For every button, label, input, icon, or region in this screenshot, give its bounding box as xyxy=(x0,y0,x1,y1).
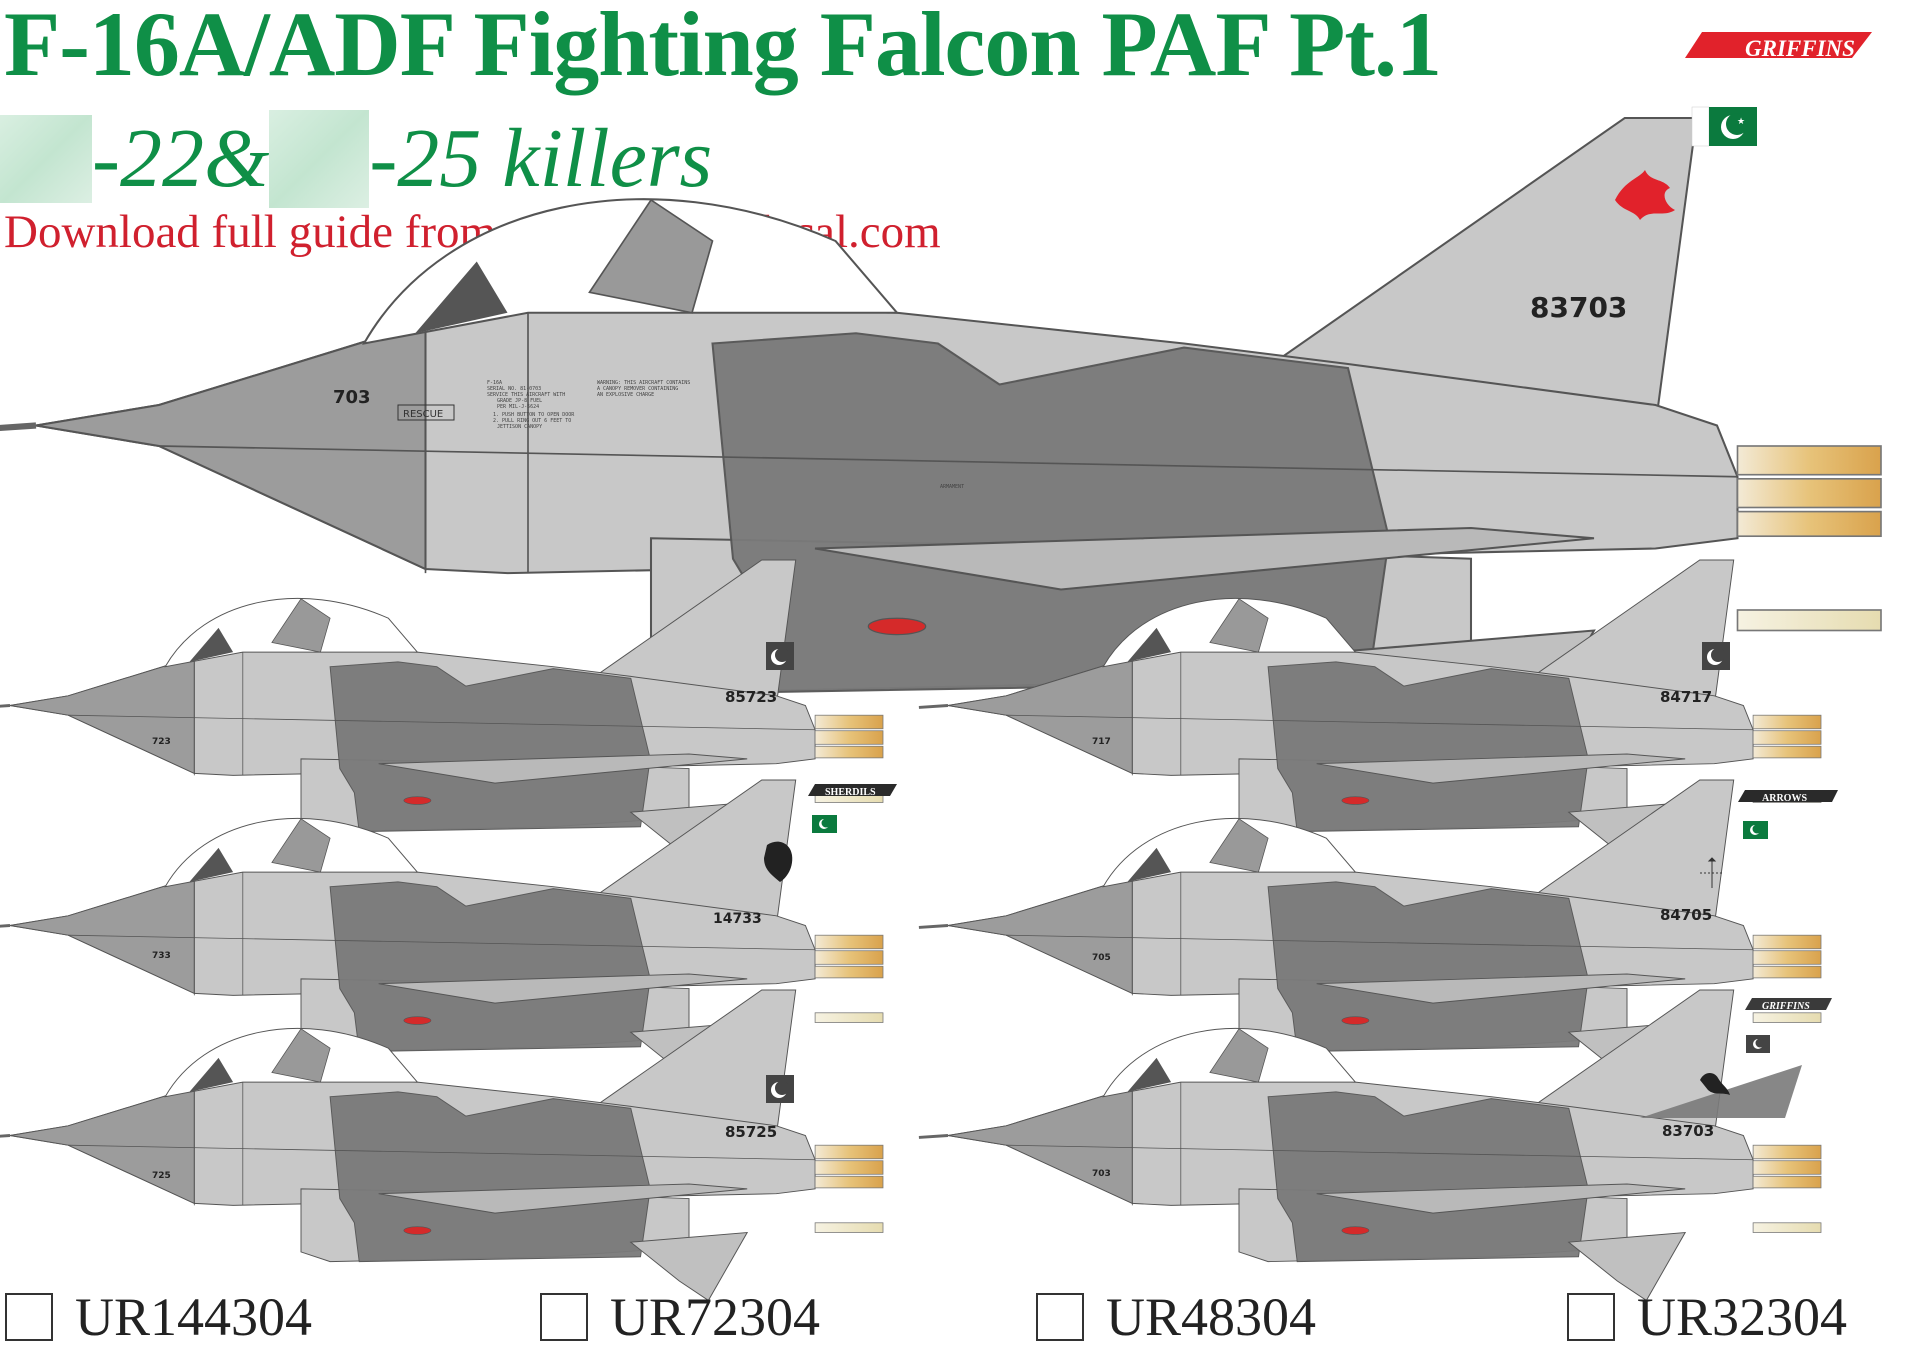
nose-number-a5: 725 xyxy=(152,1171,171,1181)
order-code: UR72304 xyxy=(610,1287,821,1347)
checkbox[interactable] xyxy=(1036,1293,1084,1341)
nose-number-a4: 705 xyxy=(1092,953,1111,963)
tail-number-a1: 85723 xyxy=(725,688,777,706)
svg-text:SERIAL NO. 81-0703: SERIAL NO. 81-0703 xyxy=(487,386,541,392)
svg-text:★: ★ xyxy=(1737,117,1745,127)
grey-flag-icon xyxy=(1702,642,1730,670)
nose-number-a1: 723 xyxy=(152,737,171,747)
tail-number-a3: 14733 xyxy=(713,911,762,927)
svg-text:1. PUSH BUTTON TO OPEN DOOR: 1. PUSH BUTTON TO OPEN DOOR xyxy=(493,412,575,418)
order-code: UR48304 xyxy=(1106,1287,1317,1347)
checkbox[interactable] xyxy=(540,1293,588,1341)
svg-text:2. PULL RING OUT 6 FEET TO: 2. PULL RING OUT 6 FEET TO xyxy=(493,418,571,424)
svg-text:GRADE JP-8 FUEL: GRADE JP-8 FUEL xyxy=(497,398,542,404)
redacted-block xyxy=(269,110,370,208)
nose-number-a2: 717 xyxy=(1092,737,1111,747)
griffin-emblem-icon xyxy=(1700,1073,1730,1095)
subtitle-part-1: -22& xyxy=(92,111,270,205)
arrows-emblem-icon xyxy=(1700,857,1724,888)
main-aircraft-markings: GRIFFINS ★ 83703 703 RESCUE F-16A SERIAL… xyxy=(333,32,1872,490)
svg-text:A CANOPY REMOVER CONTAINING: A CANOPY REMOVER CONTAINING xyxy=(597,386,678,392)
svg-text:F-16A: F-16A xyxy=(487,380,502,386)
order-option-2[interactable]: UR72304 xyxy=(540,1290,820,1344)
checkbox[interactable] xyxy=(1567,1293,1615,1341)
banner-a6: GRIFFINS xyxy=(1762,1001,1810,1012)
checkbox[interactable] xyxy=(5,1293,53,1341)
order-option-3[interactable]: UR48304 xyxy=(1036,1290,1316,1344)
order-option-1[interactable]: UR144304 xyxy=(5,1290,312,1344)
serial-stencil: F-16A SERIAL NO. 81-0703 SERVICE THIS AI… xyxy=(487,380,964,490)
grey-flag-icon xyxy=(766,642,794,670)
pakistan-flag-icon xyxy=(804,815,837,833)
subtitle-part-2: -25 killers xyxy=(369,111,713,205)
grey-flag-icon xyxy=(766,1075,794,1103)
grey-flag-icon xyxy=(1738,1035,1770,1053)
svg-text:PER MIL-J-5624: PER MIL-J-5624 xyxy=(497,404,539,410)
order-option-4[interactable]: UR32304 xyxy=(1567,1290,1847,1344)
svg-text:JETTISON CANOPY: JETTISON CANOPY xyxy=(497,424,542,430)
squadron-banner: GRIFFINS xyxy=(1745,36,1855,61)
nose-number-a6: 703 xyxy=(1092,1169,1111,1179)
rescue-label: RESCUE xyxy=(403,409,443,420)
banner-a3: SHERDILS xyxy=(825,787,876,798)
griffin-emblem-icon xyxy=(1615,170,1675,220)
svg-text:SERVICE THIS AIRCRAFT WITH: SERVICE THIS AIRCRAFT WITH xyxy=(487,392,565,398)
svg-text:AN EXPLOSIVE CHARGE: AN EXPLOSIVE CHARGE xyxy=(597,392,654,398)
tail-number-a4: 84705 xyxy=(1660,906,1712,924)
subtitle: -22& -25 killers xyxy=(0,110,712,208)
svg-text:WARNING: THIS AIRCRAFT CONTAIN: WARNING: THIS AIRCRAFT CONTAINS xyxy=(597,380,690,386)
banner-a4: ARROWS xyxy=(1762,793,1807,804)
tail-number-a6: 83703 xyxy=(1662,1122,1714,1140)
nose-number-a3: 733 xyxy=(152,951,171,961)
nose-number: 703 xyxy=(333,387,371,408)
redacted-block xyxy=(0,115,92,203)
order-code: UR32304 xyxy=(1637,1287,1848,1347)
page-title: F-16A/ADF Fighting Falcon PAF Pt.1 xyxy=(4,0,1442,95)
pakistan-flag-icon: ★ xyxy=(1691,106,1757,147)
lion-emblem-icon xyxy=(764,841,793,882)
svg-text:ARMAMENT: ARMAMENT xyxy=(940,484,964,490)
order-code: UR144304 xyxy=(75,1287,313,1347)
tail-number-a2: 84717 xyxy=(1660,688,1712,706)
tail-number: 83703 xyxy=(1530,291,1627,324)
tail-number-a5: 85725 xyxy=(725,1123,777,1141)
pakistan-flag-icon xyxy=(1735,821,1768,839)
